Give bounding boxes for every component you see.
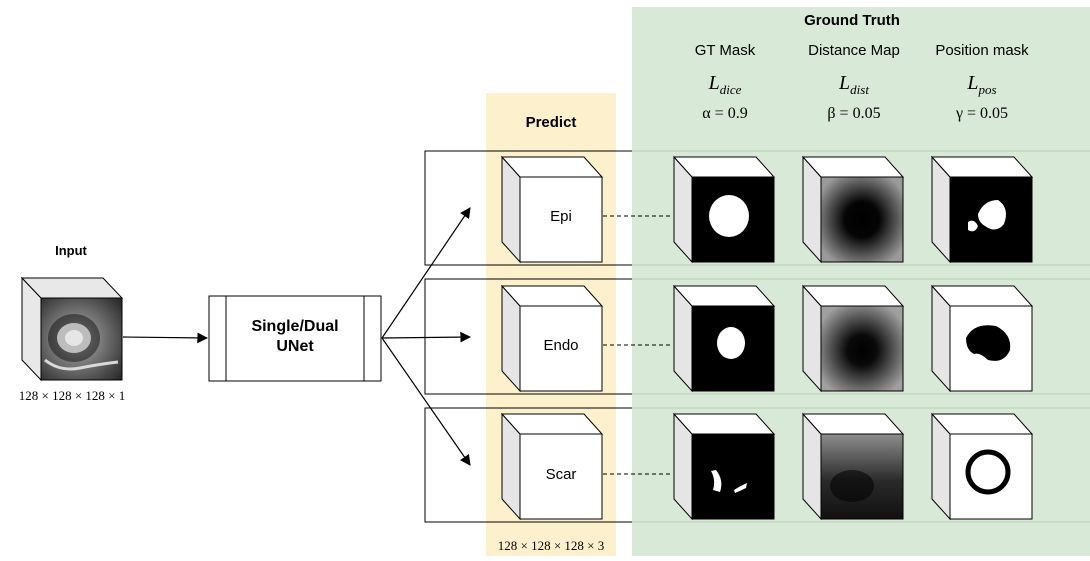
position-mask-endo bbox=[930, 284, 1034, 393]
gt-mask-epi bbox=[672, 155, 776, 264]
dashed-connectors bbox=[603, 215, 672, 475]
predict-dims: 128 × 128 × 128 × 3 bbox=[497, 538, 605, 553]
gt-mask-endo bbox=[672, 284, 776, 393]
loss-dist-sub: dist bbox=[850, 82, 869, 97]
predict-cube-endo bbox=[500, 284, 604, 393]
loss-dist: Ldist bbox=[792, 72, 916, 98]
loss-pos-main: L bbox=[967, 72, 979, 94]
weight-gamma: γ = 0.05 bbox=[955, 105, 1009, 122]
unet-label-line1: Single/Dual bbox=[251, 318, 339, 335]
arrow-unet-to-epi bbox=[381, 207, 471, 339]
position-mask-epi bbox=[930, 155, 1034, 264]
predict-label-epi: Epi bbox=[550, 208, 572, 225]
loss-pos-sub: pos bbox=[978, 82, 997, 97]
unet-label-line2: UNet bbox=[276, 338, 314, 355]
predict-label-endo: Endo bbox=[543, 337, 579, 354]
predict-title: Predict bbox=[525, 114, 577, 131]
position-mask-scar bbox=[930, 412, 1034, 521]
unet-block bbox=[208, 295, 382, 382]
distance-map-epi bbox=[801, 155, 905, 264]
loss-dice-main: L bbox=[708, 72, 720, 94]
arrow-input-to-unet bbox=[122, 332, 209, 344]
row-frame-green-edges bbox=[632, 150, 1090, 523]
weight-beta: β = 0.05 bbox=[827, 105, 881, 122]
input-volume bbox=[20, 276, 124, 382]
predict-label-scar: Scar bbox=[545, 466, 577, 483]
loss-dice-sub: dice bbox=[719, 82, 742, 97]
distance-map-scar bbox=[801, 412, 905, 521]
gt-mask-header: GT Mask bbox=[694, 42, 756, 59]
input-dims: 128 × 128 × 128 × 1 bbox=[18, 388, 126, 403]
gt-mask-scar bbox=[672, 412, 776, 521]
arrow-unet-to-endo bbox=[381, 331, 472, 343]
arrow-unet-to-scar bbox=[381, 337, 471, 466]
loss-dice: Ldice bbox=[663, 72, 787, 98]
predict-cube-scar bbox=[500, 412, 604, 521]
distance-map-endo bbox=[801, 284, 905, 393]
loss-dist-main: L bbox=[839, 72, 851, 94]
position-mask-header: Position mask bbox=[935, 42, 1029, 59]
distance-map-header: Distance Map bbox=[808, 42, 900, 59]
loss-pos: Lpos bbox=[920, 72, 1044, 98]
weight-alpha: α = 0.9 bbox=[702, 105, 748, 122]
ground-truth-title: Ground Truth bbox=[804, 12, 900, 29]
input-title: Input bbox=[55, 243, 87, 258]
predict-cube-epi bbox=[500, 155, 604, 264]
